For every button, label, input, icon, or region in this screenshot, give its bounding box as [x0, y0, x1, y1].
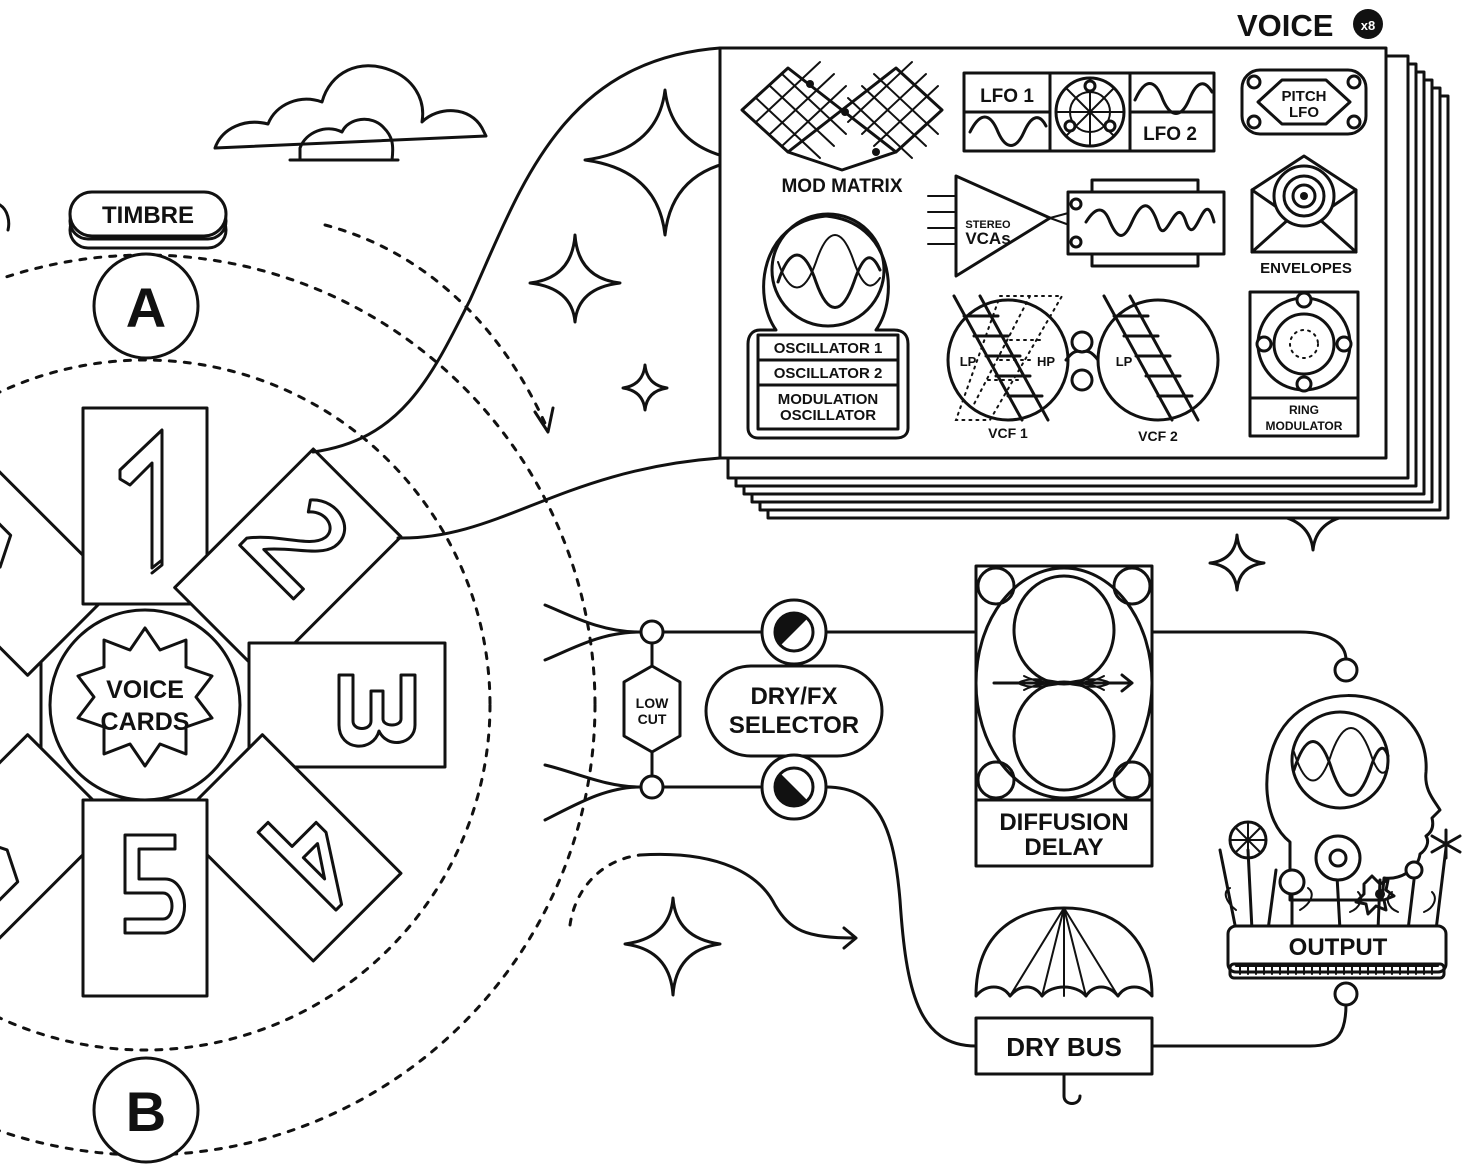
- dry-bus-module: DRY BUS: [974, 1016, 1154, 1076]
- voice-title: VOICE: [1237, 8, 1333, 43]
- card-to-voice-link-bottom: [396, 456, 722, 540]
- vcf1-label: VCF 1: [988, 425, 1028, 441]
- pitch-lfo-module: PITCH LFO: [1240, 68, 1368, 136]
- fx-to-output-line: [1150, 630, 1348, 662]
- lfo2-label: LFO 2: [1143, 124, 1197, 145]
- voice-card-4: [173, 733, 403, 963]
- mod-matrix-label: MOD MATRIX: [781, 176, 902, 197]
- sparkle-icon: [583, 88, 744, 237]
- voice-card-6: [0, 733, 117, 963]
- fx-split-node: [639, 619, 665, 645]
- sparkle-icon: [528, 233, 622, 324]
- arrow-decor: [638, 852, 858, 950]
- umbrella-icon: [974, 906, 1154, 1105]
- dry-bus-label: DRY BUS: [1006, 1032, 1122, 1062]
- dry-toggle-knob-icon[interactable]: [760, 753, 828, 821]
- mod-matrix-module: MOD MATRIX: [740, 61, 944, 197]
- output-label: OUTPUT: [1289, 934, 1388, 961]
- output-dry-node: [1333, 981, 1359, 1007]
- pitch-lfo-label-line1: PITCH: [1282, 88, 1327, 105]
- dry-split-node: [639, 774, 665, 800]
- card-to-voice-link-top: [311, 46, 722, 454]
- fx-input-curves: [543, 603, 642, 822]
- output-wave-icon: [1292, 740, 1390, 797]
- voice-card-3: [247, 641, 447, 769]
- partial-circle-decor: [0, 203, 11, 232]
- fx-toggle-knob-icon[interactable]: [760, 598, 828, 666]
- ring-modulator-line2: MODULATOR: [1266, 419, 1343, 433]
- vcf1-hp-label: HP: [1037, 354, 1055, 369]
- voice-scope-module: [1066, 178, 1226, 268]
- diffusion-delay-line1: DIFFUSION: [999, 809, 1128, 836]
- voice-card-fan: VOICE CARDS: [0, 406, 447, 998]
- low-cut-line1: LOW: [636, 695, 669, 711]
- voice-waveform-icon: [1084, 204, 1216, 237]
- timbre-label: TIMBRE: [102, 202, 194, 229]
- ring-modulator-module: RING MODULATOR: [1248, 290, 1360, 438]
- lfo-wheel-icon: [1054, 76, 1126, 148]
- vcf1-slope-icon: [952, 294, 1050, 422]
- modulation-oscillator-line2: OSCILLATOR: [780, 407, 876, 424]
- low-cut-line2: CUT: [638, 711, 667, 727]
- sparkle-icon: [621, 363, 669, 412]
- sparkle-icon: [623, 896, 722, 997]
- timbre-slot-a: A: [92, 252, 200, 360]
- dry-fx-selector[interactable]: DRY/FX SELECTOR: [704, 664, 884, 758]
- cloud-icon: [213, 64, 488, 162]
- oscillators-module: OSCILLATOR 1 OSCILLATOR 2 MODULATION OSC…: [746, 212, 910, 440]
- ring-modulator-line1: RING: [1289, 403, 1319, 417]
- timbre-to-voice-arrow: [323, 223, 550, 432]
- voice-count-label: x8: [1361, 18, 1375, 33]
- voice-card-2: [173, 447, 403, 677]
- slot-a-label: A: [126, 276, 166, 339]
- lfo1-wave-icon: [968, 115, 1048, 147]
- vcf2-label: VCF 2: [1138, 428, 1178, 444]
- lfo2-wave-icon: [1133, 82, 1214, 115]
- lfo1-label: LFO 1: [980, 86, 1034, 107]
- filters-module: LP HP LP VCF 1 VCF 2: [946, 294, 1220, 444]
- dry-fx-selector-line2: SELECTOR: [729, 712, 859, 739]
- dry-fx-selector-line1: DRY/FX: [750, 683, 837, 710]
- vcas-label: VCAs: [965, 229, 1010, 248]
- voice-card-5: [81, 798, 209, 998]
- arrow-head-icon: [533, 406, 555, 434]
- sparkle-icon: [1208, 533, 1266, 592]
- voice-cards-badge: VOICE CARDS: [48, 608, 242, 802]
- flower-garden-icon: [1218, 820, 1462, 932]
- envelopes-module: ENVELOPES: [1250, 154, 1358, 277]
- stereo-label: STEREO: [965, 219, 1011, 231]
- output-head-icon: [1265, 694, 1442, 902]
- oscillator1-label: OSCILLATOR 1: [774, 340, 883, 357]
- voice-card-1: [81, 406, 209, 606]
- dry-signal-line: [824, 785, 978, 1048]
- output-input-node: [1333, 657, 1359, 683]
- timbre-badge: TIMBRE: [68, 190, 228, 250]
- lfo-module: LFO 1 LFO 2: [962, 71, 1216, 153]
- oscillator2-label: OSCILLATOR 2: [774, 365, 883, 382]
- low-cut-filter: LOW CUT: [622, 664, 682, 754]
- envelopes-label: ENVELOPES: [1260, 260, 1352, 277]
- slot-b-label: B: [126, 1080, 166, 1143]
- timbre-b-orbit: [0, 358, 492, 1052]
- dashed-arrow-decor: [568, 853, 642, 927]
- vcf2-lp-label: LP: [1116, 354, 1133, 369]
- voice-cards-label-line1: VOICE: [106, 676, 184, 704]
- voice-count-badge: x8: [1353, 9, 1383, 39]
- dry-to-output-line: [1150, 1002, 1348, 1048]
- voice-card-8: [0, 447, 117, 677]
- modulation-oscillator-line1: MODULATION: [778, 391, 879, 408]
- pitch-lfo-label-line2: LFO: [1289, 104, 1319, 121]
- timbre-slot-b: B: [92, 1056, 200, 1164]
- output-module: OUTPUT: [1226, 924, 1448, 980]
- oscillator-wave-icon: [776, 253, 882, 309]
- vcf1-lp-label: LP: [960, 354, 977, 369]
- vcf2-slope-icon: [1102, 294, 1200, 422]
- diffusion-delay-module: DIFFUSION DELAY: [974, 564, 1154, 868]
- voice-cards-label-line2: CARDS: [101, 708, 190, 736]
- diffusion-delay-line2: DELAY: [1024, 834, 1103, 861]
- stereo-vcas-module: STEREO VCAs: [927, 174, 1073, 278]
